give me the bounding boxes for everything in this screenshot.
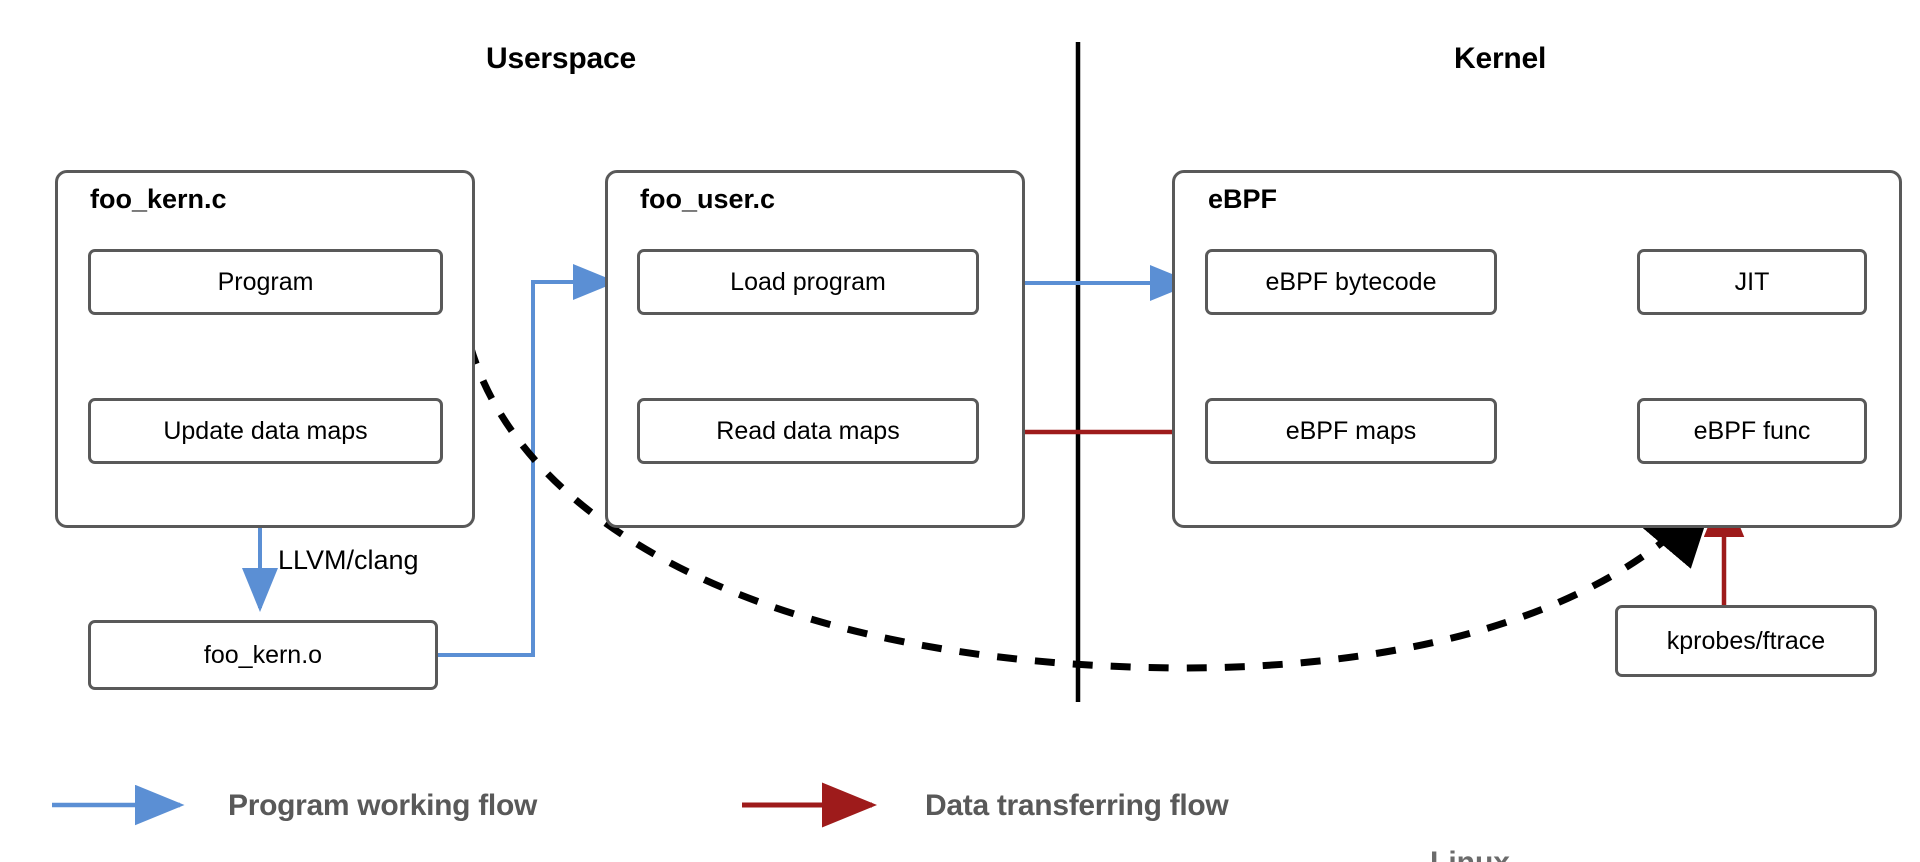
node-kprobes-ftrace[interactable]: kprobes/ftrace xyxy=(1615,605,1877,677)
node-foo-kern-o[interactable]: foo_kern.o xyxy=(88,620,438,690)
node-load-program[interactable]: Load program xyxy=(637,249,979,315)
header-userspace: Userspace xyxy=(486,42,636,75)
group-foo-user-c xyxy=(605,170,1025,528)
legend-label-program-working-flow: Program working flow xyxy=(228,789,538,822)
node-update-data-maps[interactable]: Update data maps xyxy=(88,398,443,464)
node-jit[interactable]: JIT xyxy=(1637,249,1867,315)
group-title-foo-user-c: foo_user.c xyxy=(640,184,776,214)
group-title-ebpf: eBPF xyxy=(1208,184,1278,214)
node-read-data-maps[interactable]: Read data maps xyxy=(637,398,979,464)
legend-label-data-transferring-flow: Data transferring flow xyxy=(925,789,1229,822)
node-ebpf-func[interactable]: eBPF func xyxy=(1637,398,1867,464)
group-title-foo-kern-c: foo_kern.c xyxy=(90,184,227,214)
edge-label-llvm-clang: LLVM/clang xyxy=(278,545,419,575)
node-ebpf-maps[interactable]: eBPF maps xyxy=(1205,398,1497,464)
group-ebpf xyxy=(1172,170,1902,528)
watermark-linux: Linux xyxy=(1430,846,1510,862)
header-kernel: Kernel xyxy=(1454,42,1547,75)
node-program[interactable]: Program xyxy=(88,249,443,315)
node-ebpf-bytecode[interactable]: eBPF bytecode xyxy=(1205,249,1497,315)
group-foo-kern-c xyxy=(55,170,475,528)
